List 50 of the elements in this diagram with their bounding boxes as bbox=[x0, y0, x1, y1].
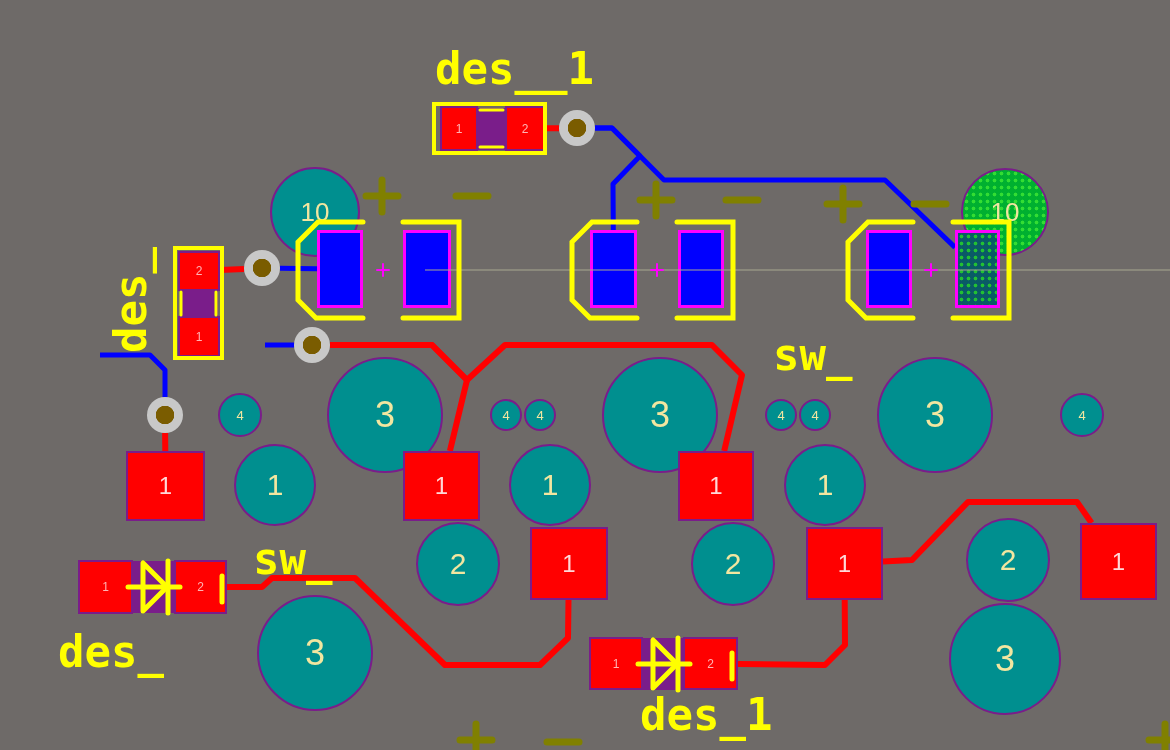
through-hole-pad: 1 bbox=[509, 444, 591, 526]
through-hole-pad: 4 bbox=[524, 399, 556, 431]
smd-pad bbox=[955, 230, 1000, 308]
through-hole-pad: 4 bbox=[765, 399, 797, 431]
through-hole-pad: 2 bbox=[966, 518, 1050, 602]
smd-pad: 2 bbox=[683, 637, 738, 690]
copper-trace bbox=[162, 432, 169, 452]
smd-pad: 1 bbox=[440, 106, 478, 151]
smd-pad: 2 bbox=[178, 251, 220, 291]
smd-pad: 1 bbox=[1080, 523, 1157, 600]
smd-pad: 2 bbox=[505, 106, 545, 151]
smd-pad bbox=[403, 230, 451, 308]
smd-pad bbox=[590, 230, 637, 308]
smd-pad: 1 bbox=[530, 527, 608, 600]
through-hole-pad: 4 bbox=[799, 399, 831, 431]
smd-pad: 1 bbox=[806, 527, 883, 600]
through-hole-pad: 3 bbox=[602, 357, 718, 473]
via bbox=[294, 327, 330, 363]
copper-trace bbox=[265, 342, 294, 348]
copper-trace bbox=[882, 499, 1095, 565]
smd-pad: 1 bbox=[126, 451, 205, 521]
smd-pad: 1 bbox=[678, 451, 754, 521]
copper-trace bbox=[227, 575, 572, 668]
copper-trace bbox=[279, 265, 318, 272]
through-hole-pad: 1 bbox=[784, 444, 866, 526]
copper-trace bbox=[330, 342, 745, 452]
smd-pad: 2 bbox=[174, 560, 227, 614]
via bbox=[244, 250, 280, 286]
copper-trace bbox=[737, 599, 848, 668]
smd-pad bbox=[317, 230, 363, 308]
through-hole-pad: 3 bbox=[327, 357, 443, 473]
via bbox=[559, 110, 595, 146]
smd-pad bbox=[678, 230, 724, 308]
through-hole-pad: 4 bbox=[1060, 393, 1104, 437]
smd-pad: 1 bbox=[78, 560, 133, 614]
through-hole-pad: 3 bbox=[877, 357, 993, 473]
through-hole-pad: 3 bbox=[257, 595, 373, 711]
smd-pad: 1 bbox=[589, 637, 643, 690]
copper-trace bbox=[595, 125, 957, 250]
smd-pad: 1 bbox=[403, 451, 480, 521]
via bbox=[147, 397, 183, 433]
through-hole-pad: 4 bbox=[218, 393, 262, 437]
through-hole-pad: 2 bbox=[416, 522, 500, 606]
copper-trace bbox=[100, 352, 168, 397]
smd-pad: 1 bbox=[178, 316, 220, 357]
through-hole-pad: 2 bbox=[691, 522, 775, 606]
smd-pad bbox=[866, 230, 912, 308]
through-hole-pad: 4 bbox=[490, 399, 522, 431]
through-hole-pad: 1 bbox=[234, 444, 316, 526]
through-hole-pad: 3 bbox=[949, 603, 1061, 715]
